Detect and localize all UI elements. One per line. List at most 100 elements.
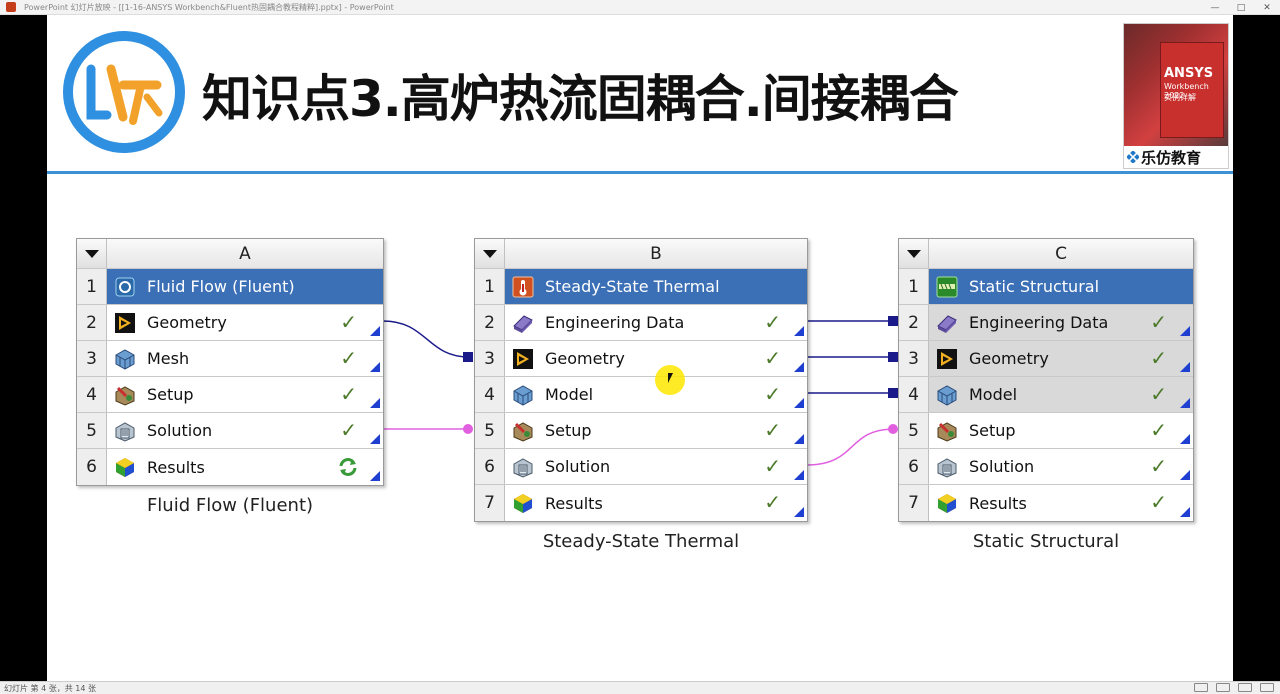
corner-menu-icon[interactable]: [1180, 362, 1190, 372]
check-icon: ✓: [340, 346, 357, 370]
engineering-data-icon: [511, 311, 535, 335]
view-reading-icon[interactable]: [1238, 683, 1252, 692]
cell-c5[interactable]: 5 Setup ✓: [899, 413, 1193, 449]
system-a-menu-button[interactable]: [77, 239, 107, 268]
system-c[interactable]: C 1 Static Structural 2 Engineering Data…: [898, 238, 1194, 522]
cell-b4[interactable]: 4 Model ✓: [475, 377, 807, 413]
solution-icon: [935, 455, 959, 479]
check-icon: ✓: [1150, 454, 1167, 478]
geometry-icon: [935, 347, 959, 371]
corner-menu-icon[interactable]: [1180, 507, 1190, 517]
cell-a6[interactable]: 6 Results: [77, 449, 383, 485]
check-icon: ✓: [764, 382, 781, 406]
row-number: 6: [77, 449, 107, 485]
fluent-icon: [113, 275, 137, 299]
cell-a1[interactable]: 1 Fluid Flow (Fluent): [77, 269, 383, 305]
system-c-menu-button[interactable]: [899, 239, 929, 268]
corner-menu-icon[interactable]: [1180, 398, 1190, 408]
cell-b3[interactable]: 3 Geometry ✓: [475, 341, 807, 377]
cell-c3[interactable]: 3 Geometry ✓: [899, 341, 1193, 377]
corner-menu-icon[interactable]: [794, 470, 804, 480]
model-icon: [511, 383, 535, 407]
row-number: 3: [475, 341, 505, 376]
row-number: 2: [899, 305, 929, 340]
refresh-icon: [339, 458, 357, 476]
check-icon: ✓: [764, 454, 781, 478]
corner-menu-icon[interactable]: [1180, 326, 1190, 336]
system-a[interactable]: A 1 Fluid Flow (Fluent) 2 Geometry ✓ 3 M…: [76, 238, 384, 486]
view-sorter-icon[interactable]: [1216, 683, 1230, 692]
slideshow-icon[interactable]: [1260, 683, 1274, 692]
row-number: 6: [475, 449, 505, 484]
row-number: 3: [77, 341, 107, 376]
cell-a5[interactable]: 5 Solution ✓: [77, 413, 383, 449]
thermal-icon: [511, 275, 535, 299]
corner-menu-icon[interactable]: [370, 398, 380, 408]
cell-a2[interactable]: 2 Geometry ✓: [77, 305, 383, 341]
cell-b5[interactable]: 5 Setup ✓: [475, 413, 807, 449]
cell-label: Solution: [147, 421, 213, 440]
book-photo: ANSYS Workbench 2022 实例详解 乐仿教育: [1123, 23, 1229, 169]
corner-menu-icon[interactable]: [370, 434, 380, 444]
check-icon: ✓: [340, 418, 357, 442]
row-number: 7: [899, 485, 929, 521]
cell-label: Fluid Flow (Fluent): [147, 277, 295, 296]
system-c-caption[interactable]: Static Structural: [972, 531, 1120, 552]
system-b[interactable]: B 1 Steady-State Thermal 2 Engineering D…: [474, 238, 808, 522]
model-icon: [935, 383, 959, 407]
corner-menu-icon[interactable]: [794, 507, 804, 517]
dropdown-arrow-icon: [482, 249, 497, 258]
cell-label: Solution: [969, 457, 1035, 476]
cell-c4[interactable]: 4 Model ✓: [899, 377, 1193, 413]
cell-b1[interactable]: 1 Steady-State Thermal: [475, 269, 807, 305]
slide[interactable]: 知识点3.高炉热流固耦合.间接耦合 ANSYS Workbench 2022 实…: [47, 15, 1233, 681]
geometry-icon: [511, 347, 535, 371]
corner-menu-icon[interactable]: [794, 326, 804, 336]
cell-c2[interactable]: 2 Engineering Data ✓: [899, 305, 1193, 341]
row-number: 5: [475, 413, 505, 448]
cell-c6[interactable]: 6 Solution ✓: [899, 449, 1193, 485]
cell-label: Solution: [545, 457, 611, 476]
check-icon: ✓: [764, 346, 781, 370]
link-b4-c4-end: [888, 388, 898, 398]
slide-counter: 幻灯片 第 4 张，共 14 张: [4, 683, 96, 693]
row-number: 7: [475, 485, 505, 521]
corner-menu-icon[interactable]: [370, 471, 380, 481]
check-icon: ✓: [764, 310, 781, 334]
cell-c1[interactable]: 1 Static Structural: [899, 269, 1193, 305]
maximize-button[interactable]: □: [1236, 2, 1246, 13]
corner-menu-icon[interactable]: [1180, 434, 1190, 444]
corner-menu-icon[interactable]: [794, 398, 804, 408]
view-normal-icon[interactable]: [1194, 683, 1208, 692]
corner-menu-icon[interactable]: [370, 326, 380, 336]
link-b6-c5: [806, 428, 895, 466]
cell-b7[interactable]: 7 Results ✓: [475, 485, 807, 521]
cell-a3[interactable]: 3 Mesh ✓: [77, 341, 383, 377]
results-icon: [935, 491, 959, 515]
setup-icon: [113, 383, 137, 407]
row-number: 4: [899, 377, 929, 412]
system-b-caption[interactable]: Steady-State Thermal: [542, 531, 740, 552]
book-ansys-text: ANSYS: [1164, 66, 1214, 81]
corner-menu-icon[interactable]: [794, 362, 804, 372]
system-a-caption[interactable]: Fluid Flow (Fluent): [146, 495, 314, 516]
setup-icon: [935, 419, 959, 443]
cell-label: Setup: [147, 385, 194, 404]
corner-menu-icon[interactable]: [370, 362, 380, 372]
corner-menu-icon[interactable]: [794, 434, 804, 444]
window-title: PowerPoint 幻灯片放映 - [[1-16-ANSYS Workbenc…: [24, 2, 394, 12]
link-a2-b3: [382, 320, 470, 358]
window-controls: — □ ✕: [1202, 0, 1280, 15]
cell-c7[interactable]: 7 Results ✓: [899, 485, 1193, 521]
cell-b2[interactable]: 2 Engineering Data ✓: [475, 305, 807, 341]
cell-b6[interactable]: 6 Solution ✓: [475, 449, 807, 485]
check-icon: ✓: [764, 418, 781, 442]
setup-icon: [511, 419, 535, 443]
minimize-button[interactable]: —: [1210, 2, 1220, 13]
corner-menu-icon[interactable]: [1180, 470, 1190, 480]
cell-a4[interactable]: 4 Setup ✓: [77, 377, 383, 413]
row-number: 1: [899, 269, 929, 304]
system-b-menu-button[interactable]: [475, 239, 505, 268]
slide-title: 知识点3.高炉热流固耦合.间接耦合: [202, 70, 959, 128]
close-button[interactable]: ✕: [1263, 2, 1271, 13]
